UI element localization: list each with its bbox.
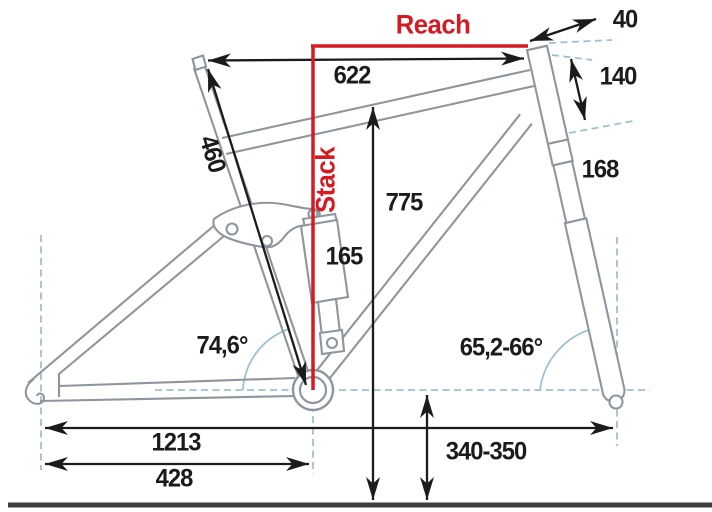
dim-40-label: 40 (612, 5, 638, 34)
reach-stack-lines (311, 44, 528, 390)
reach-label: Reach (395, 9, 471, 40)
seat-angle-label: 74,6° (196, 331, 249, 360)
dim-775-label: 775 (385, 188, 424, 217)
dim-1213-label: 1213 (151, 428, 201, 457)
dim-428-label: 428 (155, 464, 194, 493)
dim-140-label: 140 (599, 62, 638, 91)
dim-168-label: 168 (581, 155, 620, 184)
dimension-arrows (45, 17, 613, 500)
dim-340-350-label: 340-350 (445, 437, 527, 466)
dim-622-label: 622 (333, 61, 372, 90)
dim-165-label: 165 (325, 242, 364, 271)
stack-label: Stack (310, 146, 341, 214)
head-angle-label: 65,2-66° (459, 333, 543, 362)
